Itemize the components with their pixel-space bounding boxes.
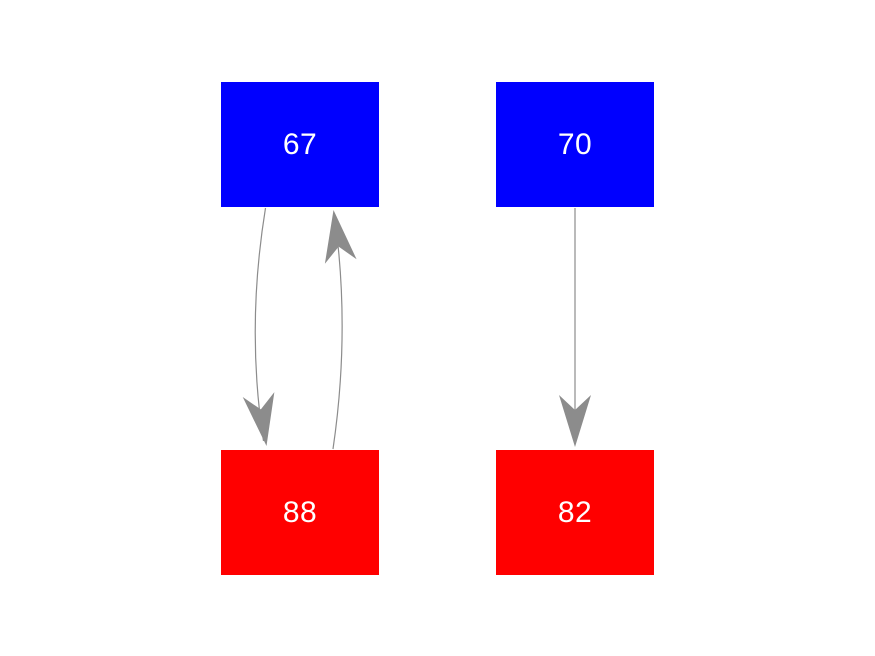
node-88-label: 88 (282, 495, 318, 529)
node-70-label: 70 (557, 127, 593, 161)
node-82: 82 (496, 450, 654, 575)
edge-88-67-arrowhead-icon (324, 210, 357, 264)
edge-70-82-arrowhead-icon (559, 395, 591, 447)
node-67-label: 67 (282, 127, 318, 161)
node-67: 67 (221, 82, 379, 207)
node-88: 88 (221, 450, 379, 575)
node-70: 70 (496, 82, 654, 207)
node-82-label: 82 (557, 495, 593, 529)
edge-67-88-arrowhead-icon (242, 392, 275, 446)
